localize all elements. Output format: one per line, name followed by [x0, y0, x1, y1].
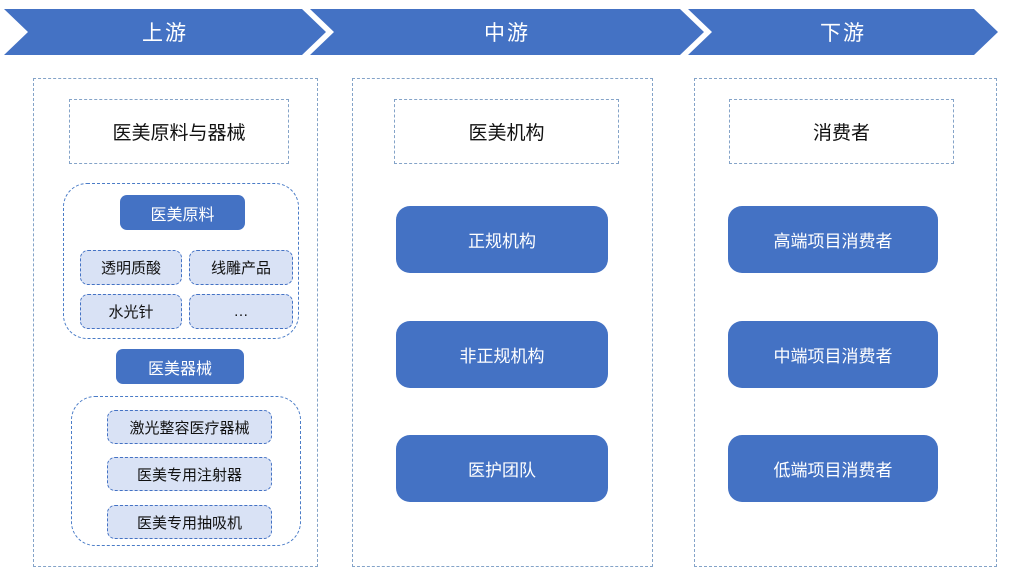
material-item-label: 透明质酸 — [100, 260, 161, 277]
downstream-item-label: 高端项目消费者 — [773, 232, 893, 251]
devices-group: 激光整容医疗器械 医美专用注射器 医美专用抽吸机 — [71, 396, 301, 546]
banner-upstream-label: 上游 — [142, 22, 188, 45]
upstream-title: 医美原料与器械 — [112, 123, 246, 144]
midstream-item-label: 正规机构 — [468, 232, 536, 251]
material-item-label: 水光针 — [108, 304, 154, 321]
device-item-suction-machine: 医美专用抽吸机 — [107, 505, 272, 539]
downstream-title-box: 消费者 — [729, 99, 954, 164]
material-item-mesotherapy: 水光针 — [80, 294, 182, 329]
banner-downstream-label: 下游 — [820, 22, 866, 45]
devices-header-label: 医美器械 — [147, 360, 212, 378]
device-item-label: 医美专用抽吸机 — [136, 514, 242, 532]
material-item-ellipsis: … — [189, 294, 293, 329]
midstream-title: 医美机构 — [468, 123, 545, 144]
materials-header-box: 医美原料 — [120, 195, 245, 230]
devices-header-box: 医美器械 — [116, 349, 244, 384]
banner-midstream: 中游 — [310, 9, 704, 55]
banner-midstream-label: 中游 — [484, 22, 530, 45]
material-item-label: … — [233, 303, 249, 320]
materials-group: 医美原料 透明质酸 线雕产品 水光针 … — [63, 183, 299, 339]
banner-upstream: 上游 — [4, 9, 326, 55]
material-item-label: 线雕产品 — [210, 260, 271, 277]
midstream-item-medical-team: 医护团队 — [396, 435, 608, 502]
midstream-item-label: 非正规机构 — [459, 347, 545, 366]
downstream-item-midend-consumers: 中端项目消费者 — [728, 321, 938, 388]
column-downstream: 消费者 高端项目消费者 中端项目消费者 低端项目消费者 — [694, 78, 997, 567]
device-item-injector: 医美专用注射器 — [107, 457, 272, 491]
device-item-label: 医美专用注射器 — [136, 466, 242, 484]
materials-header-label: 医美原料 — [150, 206, 215, 224]
midstream-item-label: 医护团队 — [468, 461, 536, 480]
midstream-title-box: 医美机构 — [394, 99, 619, 164]
upstream-title-box: 医美原料与器械 — [69, 99, 289, 164]
downstream-item-label: 低端项目消费者 — [773, 461, 893, 480]
downstream-item-highend-consumers: 高端项目消费者 — [728, 206, 938, 273]
midstream-item-unlicensed-institutions: 非正规机构 — [396, 321, 608, 388]
material-item-hyaluronic-acid: 透明质酸 — [80, 250, 182, 285]
midstream-item-licensed-institutions: 正规机构 — [396, 206, 608, 273]
downstream-item-label: 中端项目消费者 — [773, 347, 893, 366]
device-item-laser-equipment: 激光整容医疗器械 — [107, 410, 272, 444]
downstream-item-lowend-consumers: 低端项目消费者 — [728, 435, 938, 502]
downstream-title: 消费者 — [812, 123, 870, 144]
column-midstream: 医美机构 正规机构 非正规机构 医护团队 — [352, 78, 653, 567]
column-upstream: 医美原料与器械 医美原料 透明质酸 线雕产品 水光针 … 医美器械 — [33, 78, 318, 567]
banner-downstream: 下游 — [688, 9, 998, 55]
material-item-thread-products: 线雕产品 — [189, 250, 293, 285]
device-item-label: 激光整容医疗器械 — [129, 419, 250, 437]
